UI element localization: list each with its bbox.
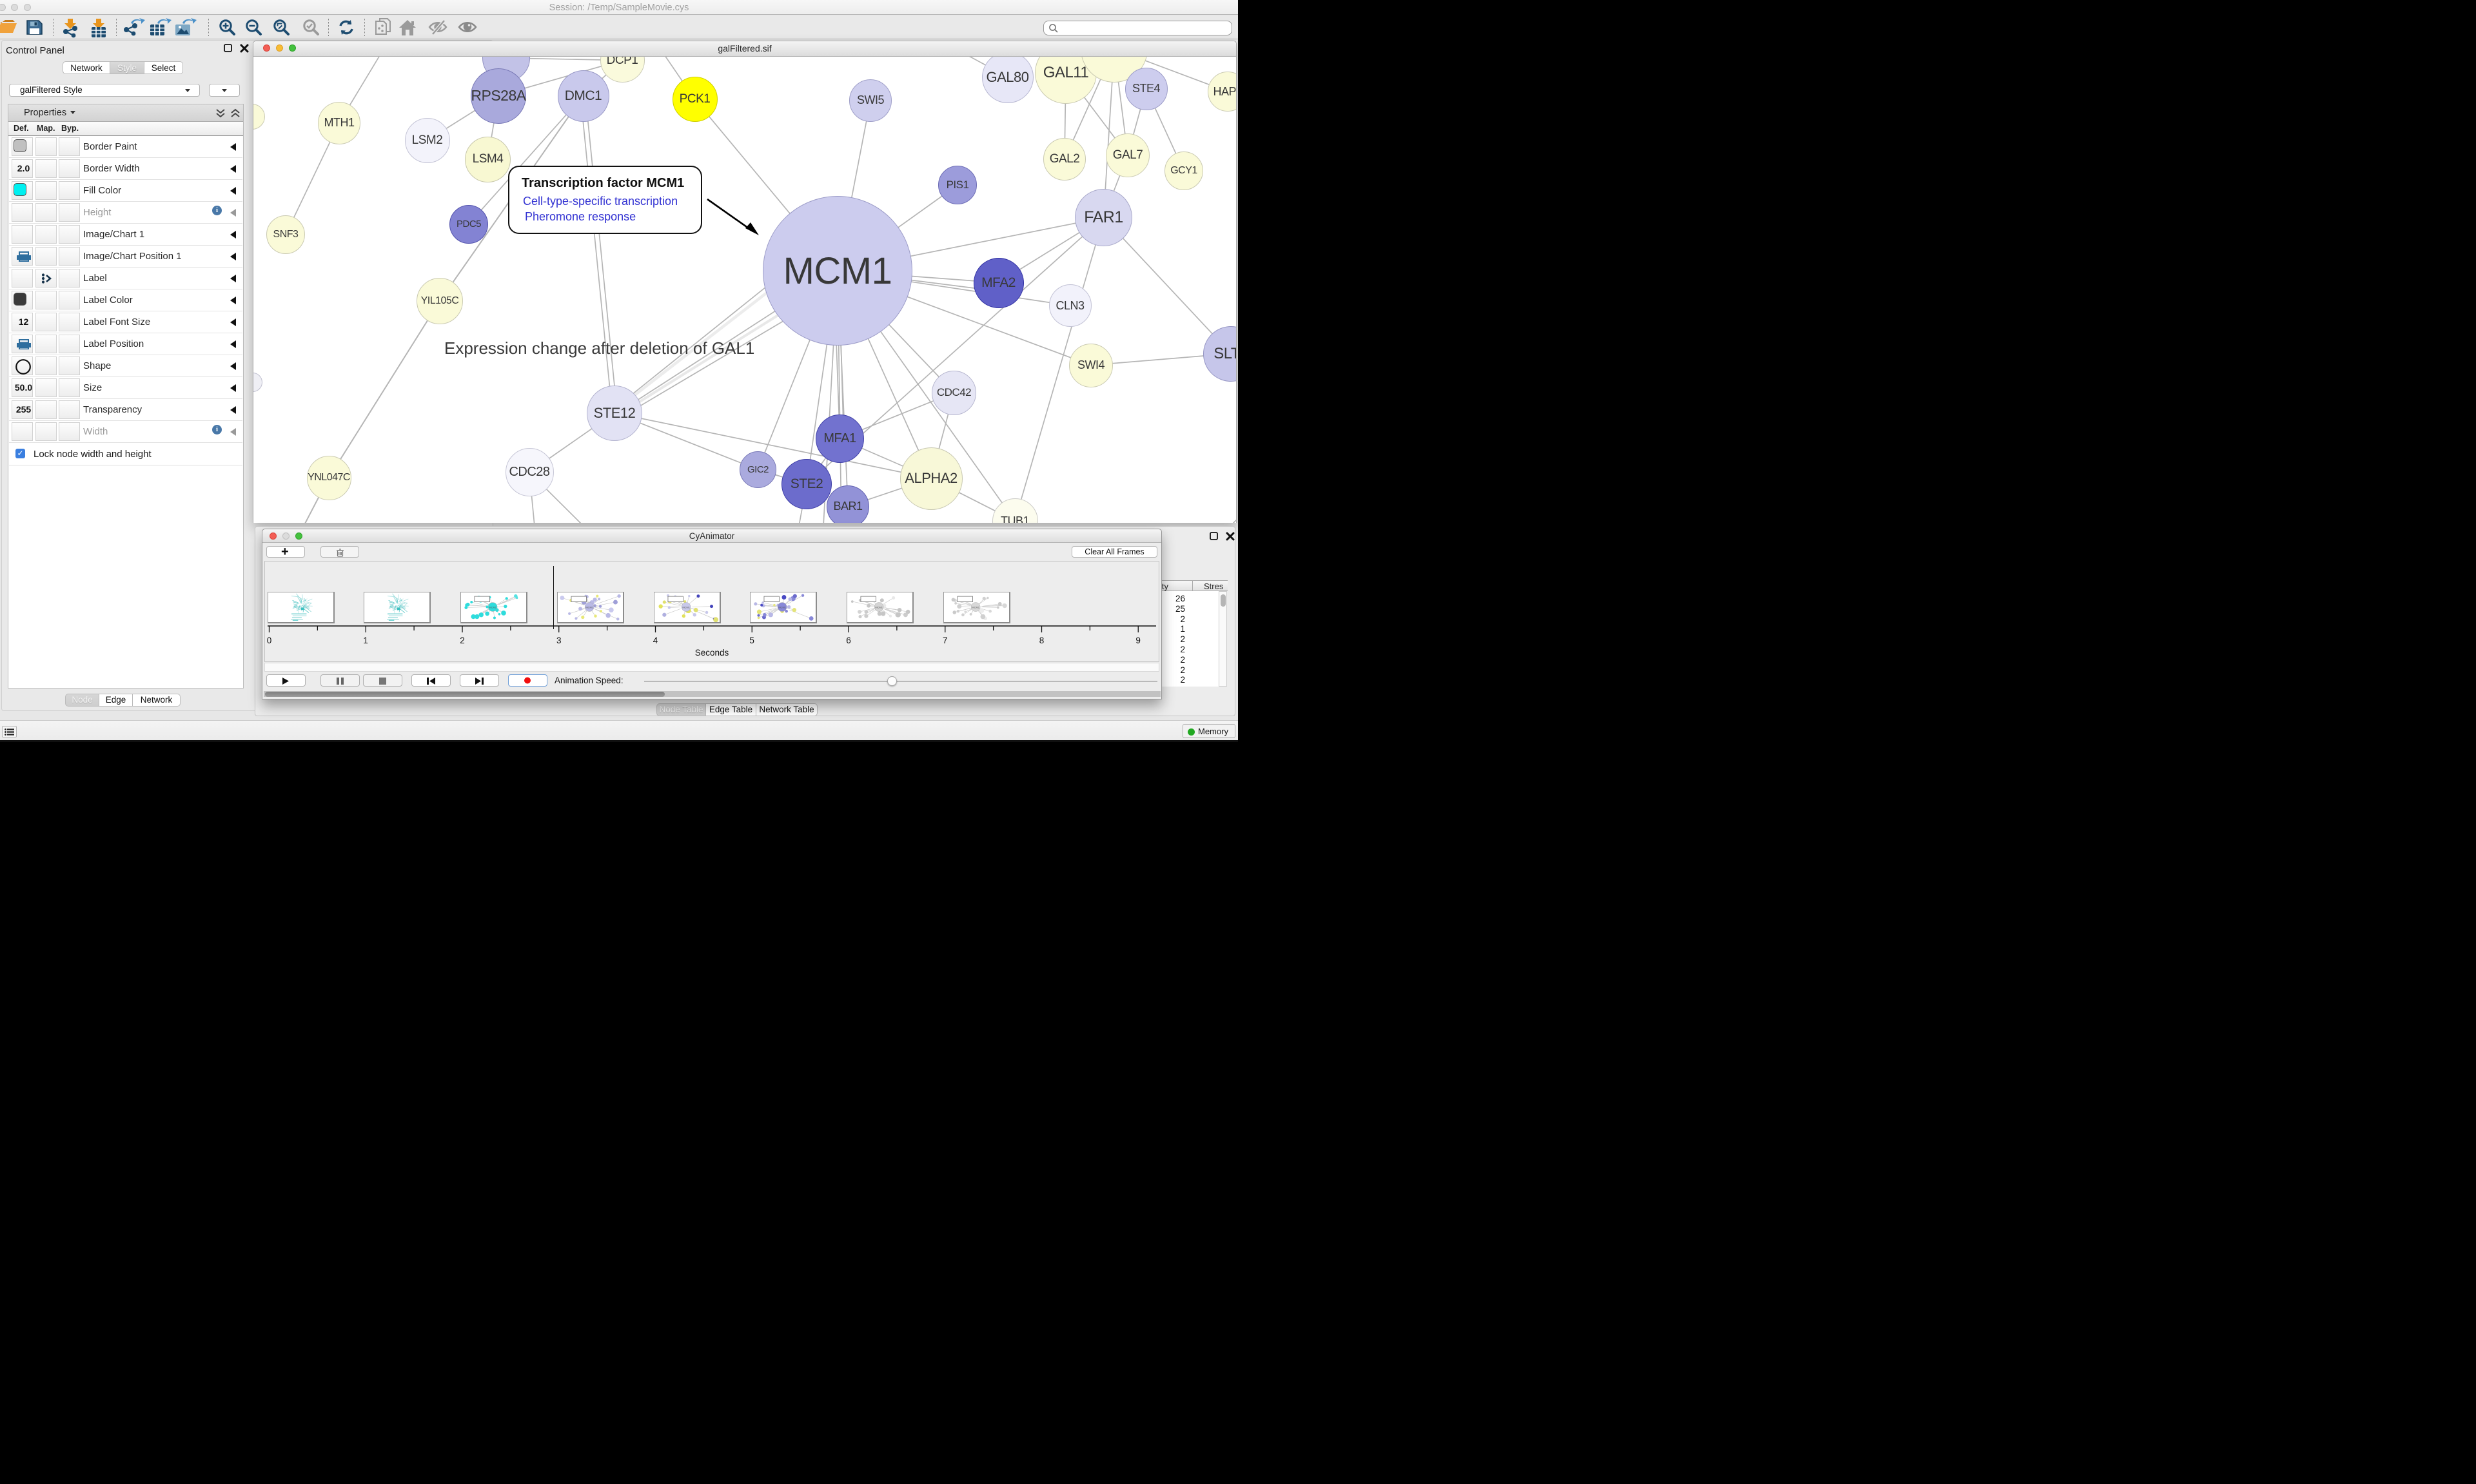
svg-text:MCM1: MCM1 <box>585 605 593 609</box>
svg-text:MCM1: MCM1 <box>972 605 979 609</box>
svg-text:MCM1: MCM1 <box>875 605 883 609</box>
svg-text:MCM1: MCM1 <box>682 605 690 609</box>
svg-text:MCM1: MCM1 <box>489 605 496 609</box>
svg-text:MCM1: MCM1 <box>779 605 787 609</box>
